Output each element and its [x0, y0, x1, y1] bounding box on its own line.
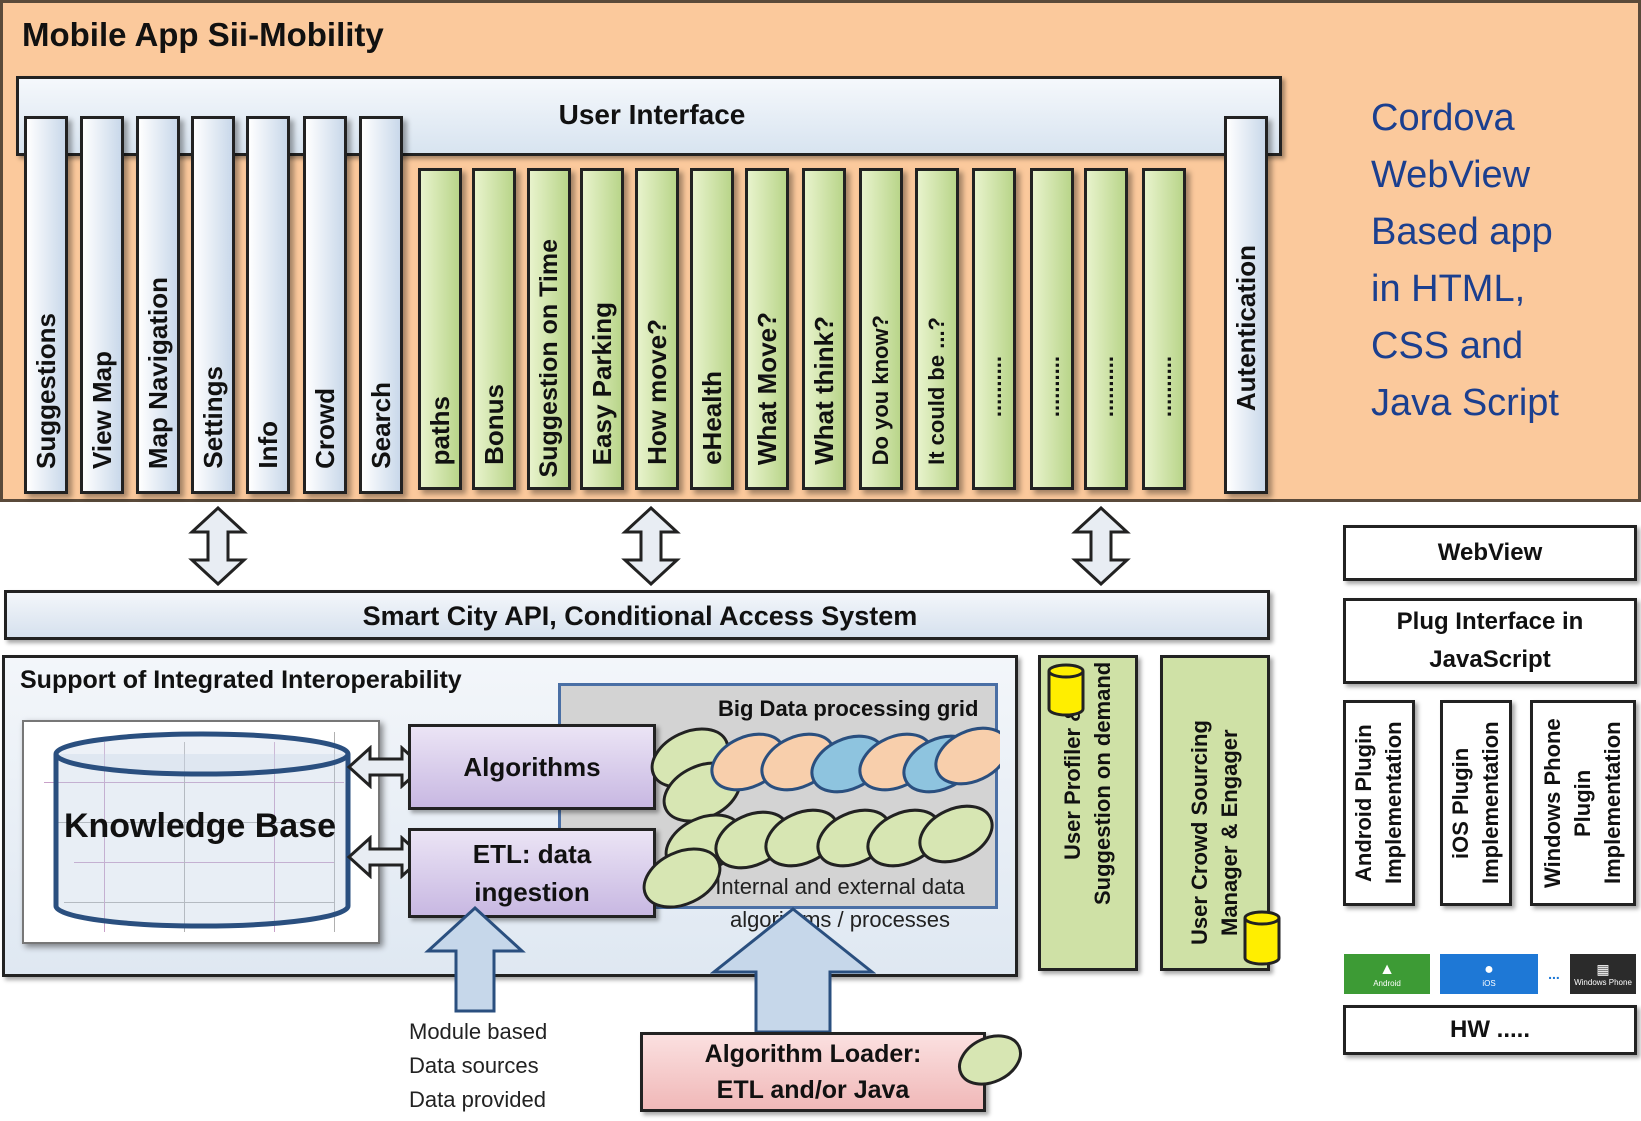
up-arrow-icon	[424, 905, 526, 1013]
module-label: What Move?	[751, 311, 782, 465]
process-ellipse-icon	[958, 1034, 1022, 1086]
smart-city-api-label: Smart City API, Conditional Access Syste…	[362, 601, 918, 631]
module-bonus: Bonus	[472, 168, 516, 490]
module-label: Crowd	[309, 388, 340, 469]
module-map-navigation: Map Navigation	[136, 116, 180, 494]
module-label: Bonus	[478, 384, 509, 465]
algorithms-label: Algorithms	[463, 751, 601, 782]
module-suggestions: Suggestions	[24, 116, 68, 494]
internal-external-label: Internal and external data algorithms / …	[715, 874, 965, 932]
windows-store-label: Windows Phone	[1574, 978, 1632, 987]
big-data-label: Big Data processing grid	[718, 696, 979, 721]
module-label: Info	[252, 421, 283, 469]
module-label: Suggestions	[30, 312, 61, 469]
ios-plugin-box: iOS Plugin Implementation	[1440, 700, 1512, 906]
module-placeholder-3: ..........	[1084, 168, 1128, 490]
module-label: Autentication	[1230, 244, 1261, 411]
android-plugin-box: Android Plugin Implementation	[1343, 700, 1415, 906]
more-stores-badge: ...	[1540, 954, 1568, 994]
module-crowd: Crowd	[303, 116, 347, 494]
etl-box: ETL: data ingestion	[408, 828, 656, 918]
module-placeholder-2: ..........	[1030, 168, 1074, 490]
module-label: Search	[365, 382, 396, 469]
module-based-text: Module based Data sources Data provided	[409, 1019, 548, 1112]
module-what-think: What think?	[802, 168, 846, 490]
module-label: View Map	[86, 350, 117, 469]
module-search: Search	[359, 116, 403, 494]
android-plugin-label: Android Plugin Implementation	[1351, 721, 1406, 885]
module-label: What think?	[808, 316, 839, 465]
module-label: ..........	[1093, 355, 1118, 417]
double-arrow-icon	[1071, 506, 1131, 586]
apple-icon: ●	[1484, 960, 1494, 978]
module-label: Settings	[197, 366, 228, 469]
windows-store-badge: ▦ Windows Phone	[1570, 954, 1636, 994]
module-label: It could be ...?	[924, 317, 949, 465]
module-info: Info	[246, 116, 290, 494]
module-paths: paths	[418, 168, 462, 490]
module-how-move: How move?	[635, 168, 679, 490]
double-arrow-icon	[621, 506, 681, 586]
module-label: ..........	[1039, 355, 1064, 417]
algorithms-box: Algorithms	[408, 724, 656, 810]
database-cylinder-icon	[53, 731, 351, 929]
android-icon: ▲	[1379, 960, 1395, 978]
webview-label: WebView	[1437, 539, 1543, 566]
module-label: paths	[424, 395, 455, 465]
module-suggestion-on-time: Suggestion on Time	[527, 168, 571, 490]
process-ellipses	[642, 726, 1000, 909]
database-icon	[1047, 663, 1085, 717]
module-do-you-know: Do you know?	[859, 168, 903, 490]
hw-label: HW .....	[1450, 1016, 1530, 1043]
module-settings: Settings	[191, 116, 235, 494]
algorithm-loader-label: Algorithm Loader: ETL and/or Java	[704, 1040, 922, 1104]
module-label: Map Navigation	[142, 276, 173, 469]
mobile-app-title: Mobile App Sii-Mobility	[22, 16, 384, 53]
module-placeholder-1: ..........	[972, 168, 1016, 490]
ios-store-label: iOS	[1482, 978, 1496, 988]
module-label: Suggestion on Time	[534, 238, 563, 477]
user-crowd-label: User Crowd Sourcing Manager & Engager	[1187, 720, 1242, 946]
user-interface-label: User Interface	[558, 99, 746, 130]
cordova-description: Cordova WebView Based app in HTML, CSS a…	[1371, 97, 1559, 424]
android-store-badge: ▲ Android	[1344, 954, 1430, 994]
hw-box: HW .....	[1343, 1005, 1637, 1055]
windows-plugin-box: Windows Phone Plugin Implementation	[1530, 700, 1636, 906]
module-label: How move?	[641, 319, 672, 465]
module-label: Do you know?	[868, 314, 893, 465]
module-it-could-be: It could be ...?	[915, 168, 959, 490]
plug-interface-label: Plug Interface in JavaScript	[1396, 608, 1584, 673]
module-view-map: View Map	[80, 116, 124, 494]
user-profiler-box: User Profiler & Suggestion on demand	[1038, 655, 1138, 971]
database-icon	[1243, 910, 1281, 966]
windows-plugin-label: Windows Phone Plugin Implementation	[1540, 718, 1625, 888]
module-label: Easy Parking	[586, 301, 617, 465]
module-label: eHealth	[696, 371, 727, 465]
windows-icon: ▦	[1596, 961, 1610, 977]
plug-interface-box: Plug Interface in JavaScript	[1343, 598, 1637, 684]
double-arrow-icon	[188, 506, 248, 586]
etl-label: ETL: data ingestion	[472, 839, 592, 907]
module-ehealth: eHealth	[690, 168, 734, 490]
module-what-move: What Move?	[745, 168, 789, 490]
algorithm-loader-box: Algorithm Loader: ETL and/or Java	[640, 1032, 986, 1112]
smart-city-api-bar: Smart City API, Conditional Access Syste…	[4, 590, 1270, 640]
knowledge-base-label: Knowledge Base	[63, 807, 337, 845]
up-arrow-icon	[710, 907, 876, 1034]
module-easy-parking: Easy Parking	[580, 168, 624, 490]
ios-plugin-label: iOS Plugin Implementation	[1448, 721, 1503, 885]
ios-store-badge: ● iOS	[1440, 954, 1538, 994]
module-label: ..........	[1151, 355, 1176, 417]
knowledge-base-diagram	[22, 720, 380, 944]
module-authentication: Autentication	[1224, 116, 1268, 494]
module-placeholder-4: ..........	[1142, 168, 1186, 490]
android-store-label: Android	[1373, 978, 1401, 988]
webview-box: WebView	[1343, 525, 1637, 581]
support-title: Support of Integrated Interoperability	[20, 666, 462, 694]
more-stores-label: ...	[1548, 966, 1560, 982]
module-label: ..........	[981, 355, 1006, 417]
